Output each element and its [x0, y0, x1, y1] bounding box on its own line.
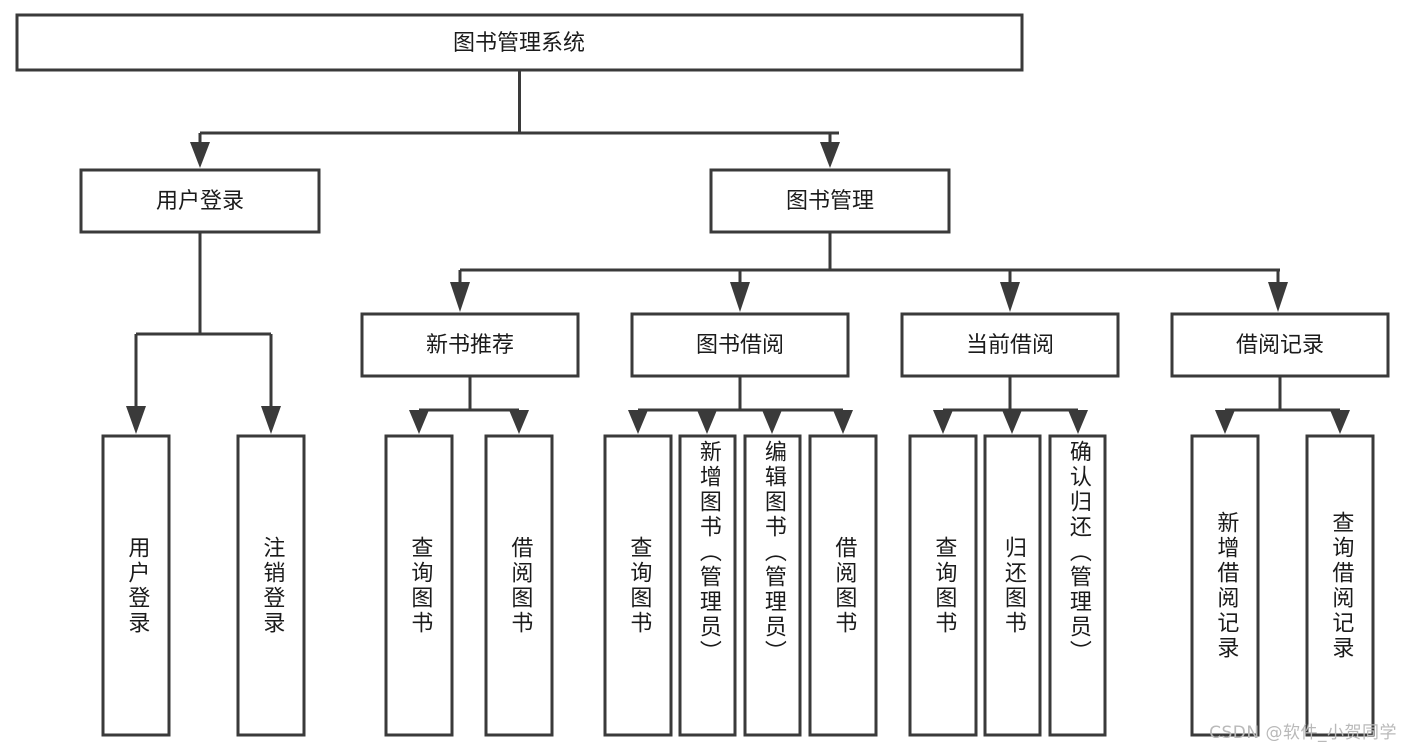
node-book-manage[interactable]: 图书管理 — [709, 168, 951, 234]
node-book-manage-label: 图书管理 — [786, 189, 874, 214]
leaf-return-book-box[interactable] — [983, 434, 1042, 737]
node-root[interactable]: 图书管理系统 — [15, 13, 1024, 72]
node-borrow-record[interactable]: 借阅记录 — [1170, 312, 1390, 378]
arrow-head-leaf-query-book-2 — [628, 410, 648, 434]
arrow-head-leaf-borrow-book-2 — [833, 410, 853, 434]
arrow-head-leaf-return-book — [1002, 410, 1022, 434]
node-book-borrow[interactable]: 图书借阅 — [630, 312, 850, 378]
arrow-head-user-login — [190, 142, 210, 168]
arrow-head-leaf-query-book-1 — [409, 410, 429, 434]
arrow-head-book-manage — [820, 142, 840, 168]
node-book-borrow-label: 图书借阅 — [696, 333, 784, 358]
connector-group-new-book-recommend — [409, 376, 529, 434]
leaf-logout-box[interactable] — [236, 434, 306, 737]
node-new-book-recommend-label: 新书推荐 — [426, 333, 514, 358]
leaf-user-login-box[interactable] — [101, 434, 171, 737]
leaf-add-record-box[interactable] — [1190, 434, 1260, 737]
arrow-head-leaf-user-login — [126, 406, 146, 434]
leaf-query-book-1-box[interactable] — [384, 434, 454, 737]
leaf-query-book-3-box[interactable] — [908, 434, 978, 737]
arrow-head-current-borrow — [1000, 282, 1020, 312]
node-user-login[interactable]: 用户登录 — [79, 168, 321, 234]
node-new-book-recommend[interactable]: 新书推荐 — [360, 312, 580, 378]
leaf-add-book-box[interactable] — [678, 434, 737, 737]
arrow-head-leaf-add-book — [697, 410, 717, 434]
arrow-head-borrow-record — [1268, 282, 1288, 312]
node-borrow-record-label: 借阅记录 — [1236, 333, 1324, 358]
leaf-borrow-book-1-box[interactable] — [484, 434, 554, 737]
connector-group-user-login — [126, 232, 281, 434]
connector-group-book-borrow — [628, 376, 853, 434]
node-book-borrow-box[interactable] — [630, 312, 850, 378]
arrow-head-leaf-edit-book — [762, 410, 782, 434]
node-book-manage-box[interactable] — [709, 168, 951, 234]
leaf-edit-book-box[interactable] — [743, 434, 802, 737]
leaf-borrow-book-2-box[interactable] — [808, 434, 878, 737]
arrow-head-leaf-add-record — [1215, 410, 1235, 434]
node-root-label: 图书管理系统 — [453, 31, 585, 56]
connector-group-book-manage — [450, 232, 1288, 312]
arrow-head-new-book-recommend — [450, 282, 470, 312]
arrow-head-leaf-query-record — [1330, 410, 1350, 434]
connector-group-borrow-record — [1215, 376, 1350, 434]
leaf-query-record-box[interactable] — [1305, 434, 1375, 737]
arrow-head-leaf-borrow-book-1 — [509, 410, 529, 434]
node-user-login-label: 用户登录 — [156, 189, 244, 214]
arrow-head-leaf-query-book-3 — [933, 410, 953, 434]
csdn-watermark: CSDN @软件_小贺同学 — [1209, 723, 1397, 743]
connector-group-root — [190, 70, 840, 168]
connector-group-current-borrow — [933, 376, 1088, 434]
node-user-login-box[interactable] — [79, 168, 321, 234]
node-current-borrow-label: 当前借阅 — [966, 333, 1054, 358]
leaf-query-book-2-box[interactable] — [603, 434, 673, 737]
node-root-box[interactable] — [15, 13, 1024, 72]
node-current-borrow-box[interactable] — [900, 312, 1120, 378]
leaf-confirm-return-box[interactable] — [1048, 434, 1107, 737]
leaf-boxes — [101, 434, 1375, 737]
arrow-head-leaf-logout — [261, 406, 281, 434]
arrow-head-book-borrow — [730, 282, 750, 312]
node-current-borrow[interactable]: 当前借阅 — [900, 312, 1120, 378]
node-borrow-record-box[interactable] — [1170, 312, 1390, 378]
arrow-head-leaf-confirm-return — [1068, 410, 1088, 434]
node-new-book-recommend-box[interactable] — [360, 312, 580, 378]
